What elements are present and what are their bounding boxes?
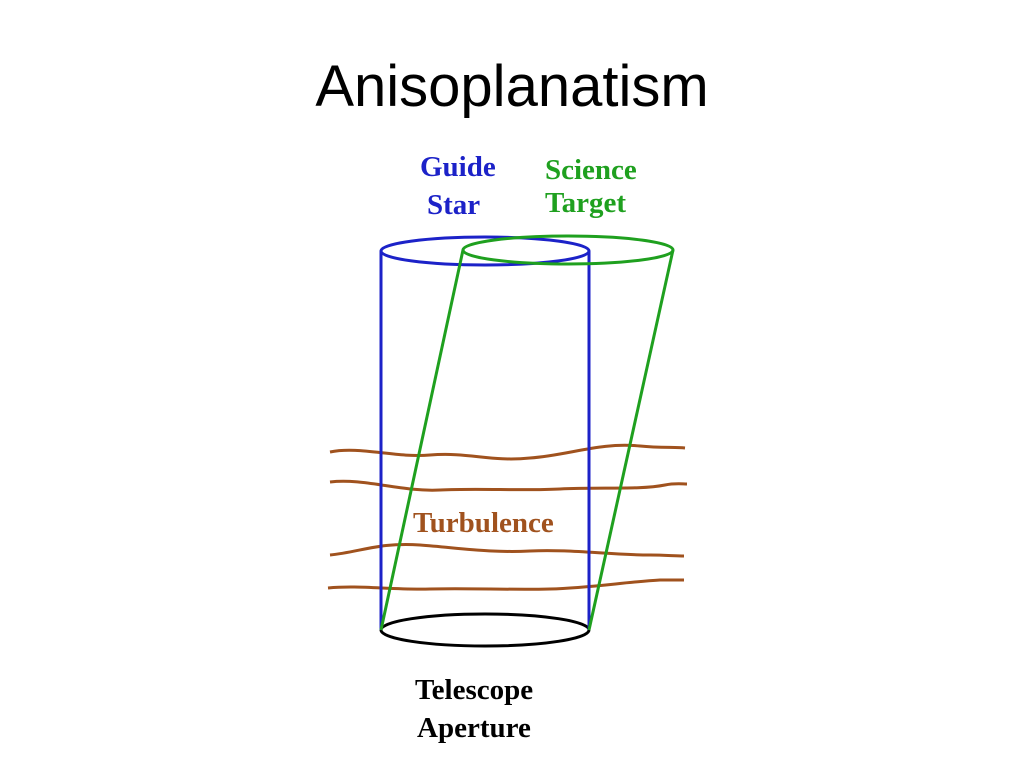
guide-star-label-line-2: Star [427,189,480,221]
turbulence-layer [329,443,686,461]
guide-star-label: Guide Star [420,151,503,221]
science-target-label: Science Target [545,154,644,219]
turbulence-layer [329,542,685,558]
science-target-beam-left-edge [379,249,465,631]
telescope-aperture-label-line-1: Telescope [415,674,533,706]
telescope-aperture-ellipse [379,612,591,648]
science-target-beam [379,234,675,631]
turbulence-label: Turbulence [413,507,554,539]
slide-title: Anisoplanatism [315,54,709,119]
guide-star-label-line-1: Guide [420,151,496,183]
science-target-beam-right-edge [587,249,675,631]
telescope-aperture-label-line-2: Aperture [417,712,531,744]
guide-star-beam [379,235,591,630]
science-target-label-line-2: Target [545,187,626,219]
turbulence-layer [329,479,688,492]
science-target-label-line-1: Science [545,154,637,186]
telescope-aperture-label: Telescope Aperture [415,674,540,744]
